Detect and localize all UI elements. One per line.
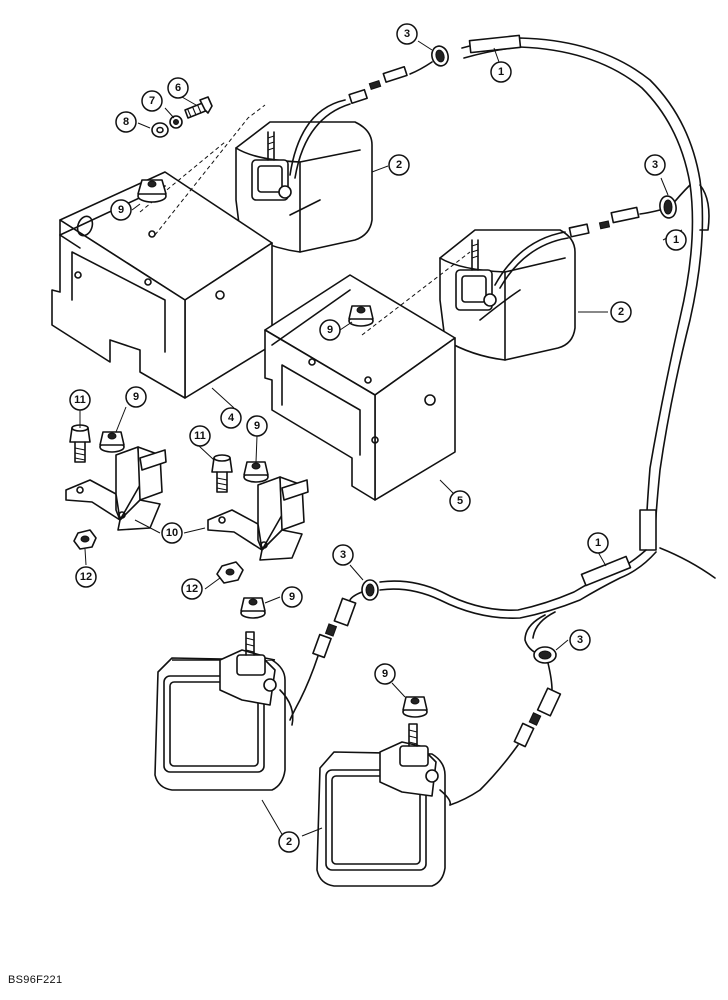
bolt-11-left [69,424,91,463]
flange-nut-9-bracket5 [348,305,374,327]
svg-text:3: 3 [404,28,410,40]
svg-text:12: 12 [186,583,198,595]
callout-3-top: 3 [396,23,418,45]
callout-11-left: 11 [69,389,91,411]
front-lamp-left [154,631,294,791]
callout-2-top-lamp: 2 [388,154,410,176]
flange-nut-9-left [99,431,125,453]
bolt-6 [184,96,213,119]
rear-lamp-right [439,229,576,361]
svg-text:3: 3 [340,549,346,561]
svg-text:2: 2 [618,306,624,318]
svg-text:12: 12 [80,571,92,583]
callout-9-bracket5: 9 [319,319,341,341]
svg-text:9: 9 [254,420,260,432]
svg-text:5: 5 [457,495,463,507]
u-clamp-10-left [65,446,167,531]
svg-text:7: 7 [149,95,155,107]
callout-9-front-left: 9 [281,586,303,608]
callout-1-right: 1 [665,229,687,251]
grommet-lower-left [361,579,379,601]
svg-text:3: 3 [652,159,658,171]
flange-nut-9-right [243,461,269,483]
svg-text:2: 2 [396,159,402,171]
svg-text:4: 4 [228,412,235,424]
grommet-top [431,45,449,67]
rear-lamp-top-left [235,99,373,253]
callout-9-front-right: 9 [374,663,396,685]
bolt-11-right [211,454,233,493]
svg-text:9: 9 [327,324,333,336]
svg-text:11: 11 [194,430,206,442]
callout-3-lower-right: 3 [569,629,591,651]
svg-text:6: 6 [175,82,181,94]
main-harness [379,34,716,656]
callout-1-lower: 1 [587,532,609,554]
svg-text:1: 1 [498,66,504,78]
callout-11-right: 11 [189,425,211,447]
grommet-lower-right [533,646,557,664]
figure-code: BS96F221 [8,974,63,986]
svg-text:11: 11 [74,394,86,406]
grommet-right [659,195,677,219]
svg-text:2: 2 [286,836,292,848]
connector-right [568,206,661,238]
callout-9-left: 9 [125,386,147,408]
callout-4: 4 [220,407,242,429]
mounting-bracket-5 [264,251,471,501]
callout-3-lower-left: 3 [332,544,354,566]
svg-text:8: 8 [123,116,129,128]
flange-nut-9-front-right [402,696,428,718]
callout-10: 10 [161,522,183,544]
hex-nut-12-left [73,529,97,550]
connector-lower-right [449,662,562,806]
hex-nut-12-right [216,561,244,584]
svg-text:9: 9 [289,591,295,603]
svg-text:10: 10 [166,527,178,539]
callout-3-right: 3 [644,154,666,176]
svg-text:1: 1 [673,234,679,246]
callout-9-bracket4: 9 [110,199,132,221]
front-lamp-right [316,723,452,887]
svg-text:3: 3 [577,634,583,646]
flange-nut-9-front-left [240,597,266,619]
flange-nut-9-bracket4 [137,179,167,203]
callout-12-left: 12 [75,566,97,588]
connector-top [348,61,433,105]
svg-text:9: 9 [133,391,139,403]
svg-text:1: 1 [595,537,601,549]
callout-6: 6 [167,77,189,99]
callout-9-right: 9 [246,415,268,437]
svg-text:9: 9 [118,204,124,216]
connector-lower-left [289,591,363,721]
callout-12-right: 12 [181,578,203,600]
callout-1-top: 1 [490,61,512,83]
callout-2-right-lamp: 2 [610,301,632,323]
callout-2-front-lamps: 2 [278,831,300,853]
callout-7: 7 [141,90,163,112]
lock-washer-7 [169,115,183,129]
svg-text:9: 9 [382,668,388,680]
callout-5: 5 [449,490,471,512]
u-clamp-10-right [207,476,309,561]
flat-washer-8 [151,122,169,138]
callout-8: 8 [115,111,137,133]
